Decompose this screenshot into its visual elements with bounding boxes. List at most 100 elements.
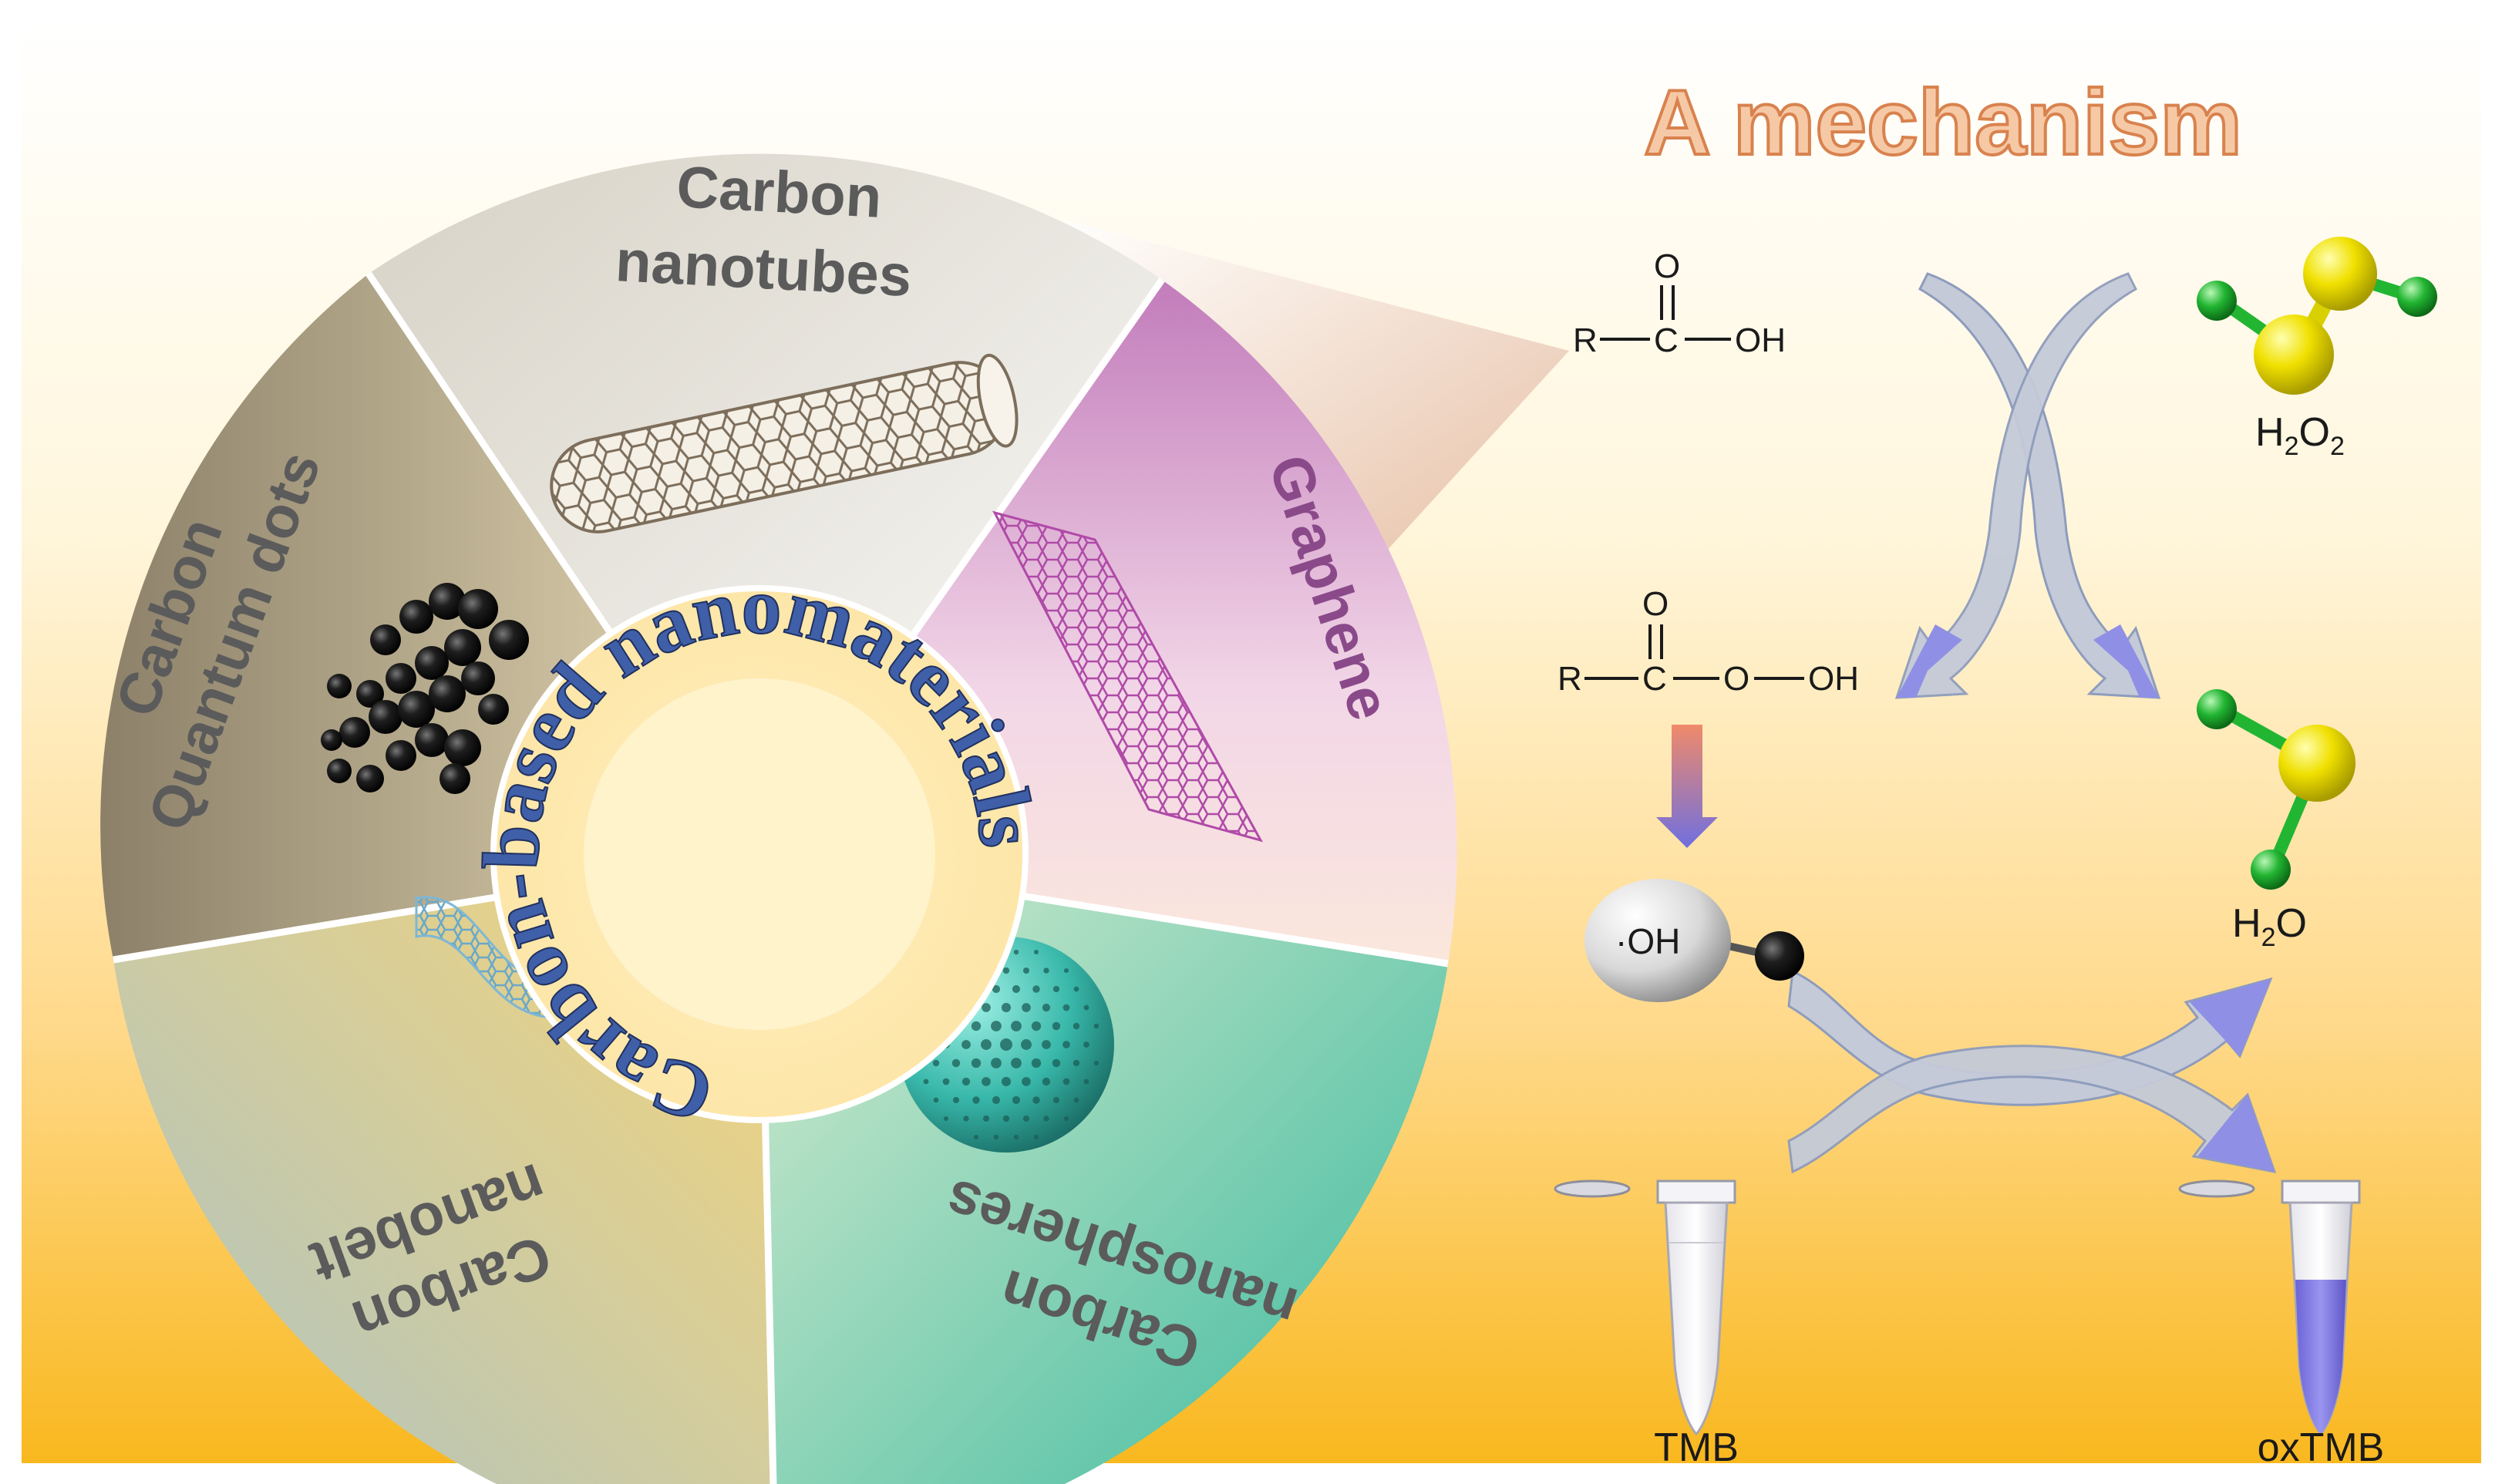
hydroxyl-radical: ·OH xyxy=(1584,879,1804,1002)
oxtmb-label: oxTMB xyxy=(2258,1425,2385,1470)
quantum-dot xyxy=(429,675,466,712)
peracid-o2: O xyxy=(1723,660,1749,698)
sphere-pore xyxy=(971,1021,982,1031)
sphere-pore xyxy=(1043,1116,1049,1122)
sphere-pore xyxy=(1013,949,1019,955)
sphere-pore xyxy=(1032,985,1040,993)
peroxy-acid: R C O O OH xyxy=(1557,585,1859,698)
white-atom xyxy=(1584,879,1731,1002)
sphere-pore xyxy=(1063,967,1069,974)
carboxylic-acid: R C O OH xyxy=(1573,247,1786,359)
o-atom xyxy=(2254,315,2334,395)
sphere-pore xyxy=(1022,1115,1030,1122)
sphere-pore xyxy=(1001,1076,1012,1087)
quantum-dot xyxy=(356,680,384,708)
h-atom xyxy=(2197,689,2237,729)
quantum-dot xyxy=(478,694,509,725)
quantum-dot xyxy=(327,759,352,783)
quantum-dot xyxy=(489,620,529,660)
sphere-pore xyxy=(1073,1022,1080,1030)
sphere-pore xyxy=(1022,1003,1031,1012)
sphere-pore xyxy=(943,1116,949,1122)
tmb-label: TMB xyxy=(1654,1425,1739,1470)
sphere-pore xyxy=(982,1077,991,1086)
sphere-pore xyxy=(1031,1058,1042,1068)
quantum-dot xyxy=(386,740,416,771)
quantum-dot xyxy=(386,663,416,694)
peracid-oh: OH xyxy=(1808,660,1859,698)
sphere-pore xyxy=(991,1058,1002,1068)
radical-label: ·OH xyxy=(1615,921,1680,961)
quantum-dot xyxy=(399,600,433,634)
segment-nanotubes xyxy=(369,153,1162,854)
sphere-pore xyxy=(1012,1095,1021,1105)
quantum-dot xyxy=(429,583,466,620)
quantum-dot xyxy=(415,646,449,680)
nanotubes-label-2: nanotubes xyxy=(614,228,913,309)
mechanism-panel xyxy=(1656,272,2277,1174)
sphere-pore xyxy=(963,1116,969,1122)
sphere-pore xyxy=(1062,1041,1070,1048)
sphere-pore xyxy=(1083,1079,1089,1085)
sphere-pore xyxy=(1001,1002,1012,1013)
sphere-pore xyxy=(991,1021,1002,1031)
acid-o: O xyxy=(1654,247,1680,285)
center-core xyxy=(584,678,935,1030)
h2o-label: H2O xyxy=(2232,901,2307,952)
quantum-dot xyxy=(370,624,401,655)
sphere-pore xyxy=(1031,1021,1042,1031)
nanotubes-label-1: Carbon xyxy=(675,154,884,231)
sphere-pore xyxy=(1042,1003,1051,1012)
oxtmb-tube: oxTMB xyxy=(2178,1179,2385,1470)
sphere-pore xyxy=(1043,967,1049,974)
arrow-left-down xyxy=(1894,272,2137,699)
sphere-pore xyxy=(971,1058,982,1068)
sphere-pore xyxy=(1093,1060,1099,1066)
h2o-molecule xyxy=(2197,689,2356,890)
sphere-pore xyxy=(1073,986,1079,992)
h2o2-label: H2O2 xyxy=(2255,410,2345,461)
sphere-pore xyxy=(982,1003,991,1012)
sphere-pore xyxy=(1052,1096,1060,1104)
graphene-illustration xyxy=(992,510,1264,843)
sphere-pore xyxy=(992,1095,1001,1105)
sphere-pore xyxy=(1062,1078,1070,1085)
sphere-pore xyxy=(1063,1116,1069,1122)
sphere-pore xyxy=(923,1079,929,1085)
sphere-pore xyxy=(992,984,1001,994)
black-atom xyxy=(1755,931,1804,981)
sphere-pore xyxy=(1000,1038,1012,1051)
quantum-dot xyxy=(327,674,352,698)
sphere-pore xyxy=(961,1077,971,1086)
sphere-pore xyxy=(1093,1023,1099,1029)
quantum-dot xyxy=(444,629,481,666)
sphere-pore xyxy=(974,1135,978,1139)
quantum-dot xyxy=(339,717,370,748)
sphere-pore xyxy=(961,1040,971,1049)
sphere-pore xyxy=(1013,1134,1019,1140)
sphere-pore xyxy=(1042,1040,1051,1049)
sphere-pore xyxy=(1034,950,1039,954)
sphere-pore xyxy=(1002,1115,1010,1122)
sphere-pore xyxy=(1052,1021,1061,1031)
o-atom xyxy=(2278,725,2356,802)
sphere-pore xyxy=(1011,1058,1022,1068)
acid-r: R xyxy=(1573,321,1598,359)
sphere-pore xyxy=(1012,984,1021,994)
sphere-pore xyxy=(981,1039,992,1050)
peracid-o: O xyxy=(1642,585,1669,623)
sphere-pore xyxy=(932,1059,940,1067)
sphere-pore xyxy=(1042,1077,1051,1086)
quantum-dot xyxy=(461,661,495,695)
acid-oh: OH xyxy=(1735,321,1786,359)
quantum-dot xyxy=(415,723,449,757)
quantum-dots-illustration xyxy=(321,583,529,794)
mechanism-title: A mechanism xyxy=(1644,71,2242,174)
h2o2-molecule xyxy=(2197,237,2437,395)
h-atom xyxy=(2251,850,2291,890)
tmb-tube: TMB xyxy=(1554,1179,1739,1470)
sphere-pore xyxy=(952,1096,960,1104)
sphere-pore xyxy=(1073,1097,1079,1103)
sphere-pore xyxy=(1032,1096,1040,1104)
